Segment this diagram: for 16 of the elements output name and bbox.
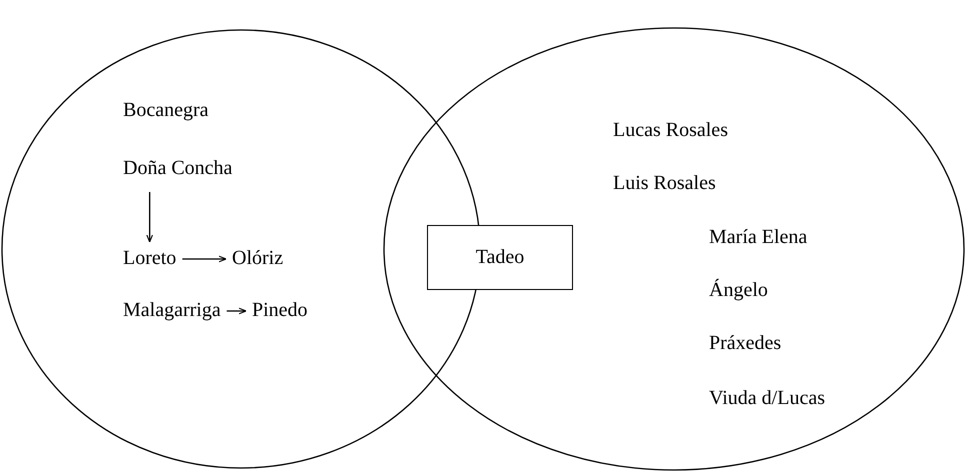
person-name: Pinedo: [252, 298, 308, 322]
person-name: Viuda d/Lucas: [709, 386, 825, 410]
person-name: Malagarriga: [123, 298, 221, 322]
arrow: [226, 308, 247, 314]
person-name: Ángelo: [709, 278, 768, 302]
person-name: Práxedes: [709, 331, 782, 355]
arrow: [182, 256, 227, 262]
person-name: Lucas Rosales: [613, 118, 728, 142]
person-name: Olóriz: [232, 246, 284, 270]
person-name: Luis Rosales: [613, 171, 716, 195]
arrow: [146, 192, 153, 243]
person-name: Doña Concha: [123, 156, 232, 180]
venn-circle: [384, 28, 964, 470]
person-name: María Elena: [709, 225, 808, 249]
person-name: Bocanegra: [123, 98, 209, 122]
person-name: Loreto: [123, 246, 176, 270]
